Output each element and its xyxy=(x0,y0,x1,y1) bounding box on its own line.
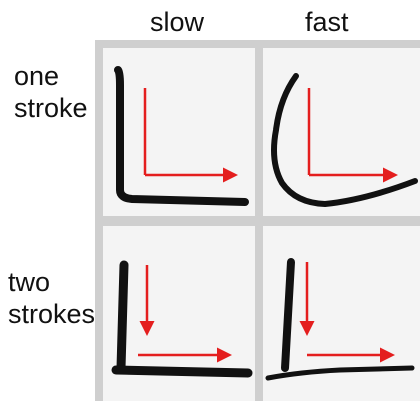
row-label-one-line2: stroke xyxy=(14,93,88,123)
stroke-two-fast xyxy=(265,258,415,381)
ink-stroke-one-slow xyxy=(114,66,249,206)
column-label-slow: slow xyxy=(150,7,205,37)
column-label-fast: fast xyxy=(305,7,349,37)
row-label-two-strokes: two strokes xyxy=(8,266,103,330)
row-label-two-line2: strokes xyxy=(8,299,96,329)
row-label-one-line1: one xyxy=(14,61,60,91)
row-label-two-line1: two xyxy=(8,267,51,297)
ink-vertical-two-fast xyxy=(281,258,295,372)
cell-one-stroke-slow xyxy=(103,48,255,216)
row-label-one-stroke: one stroke xyxy=(14,60,104,124)
stroke-one-slow xyxy=(114,66,249,206)
stroke-two-slow xyxy=(111,260,253,378)
ink-horizontal-two-fast xyxy=(265,365,415,381)
stroke-one-fast xyxy=(271,73,418,207)
ink-horizontal-two-slow xyxy=(111,365,253,378)
ink-vertical-two-slow xyxy=(116,260,129,373)
ink-stroke-one-fast xyxy=(271,73,418,207)
